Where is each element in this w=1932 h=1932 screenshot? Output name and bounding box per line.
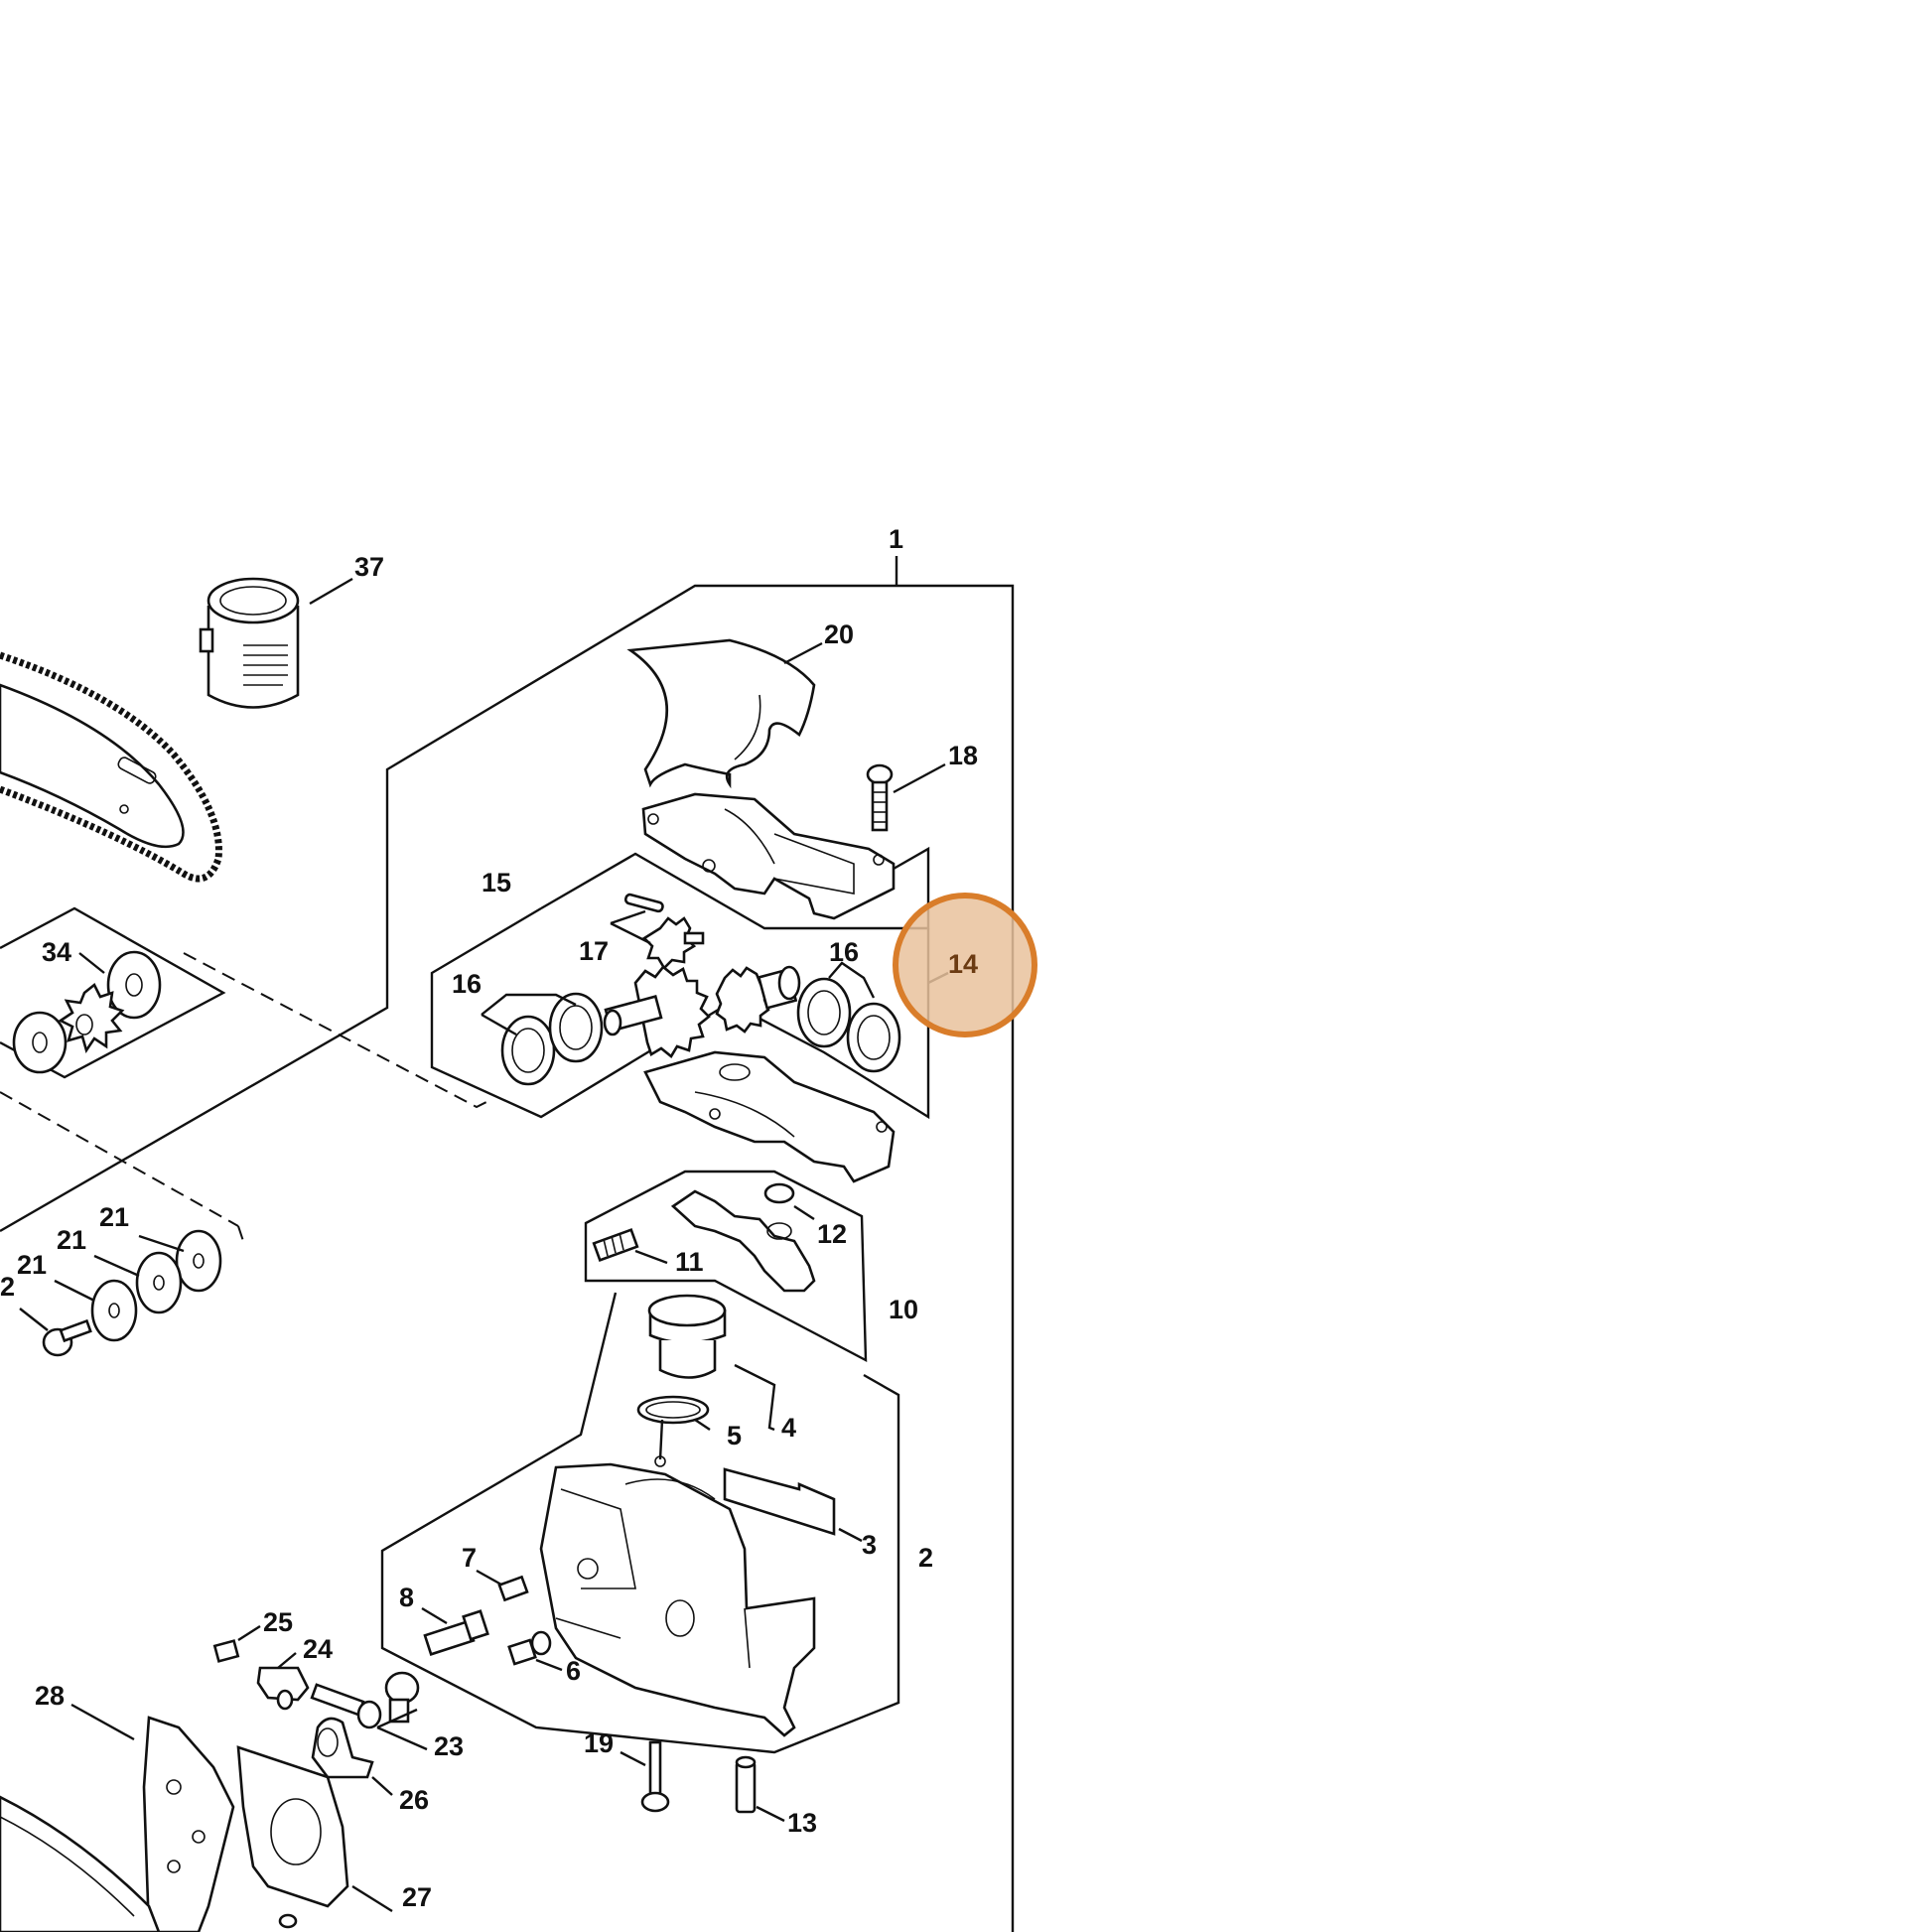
gear-housing-lower <box>643 1050 896 1183</box>
label-12: 12 <box>817 1219 847 1249</box>
gear-shaft-large <box>603 965 711 1058</box>
part-19-screw <box>620 1740 670 1813</box>
assembly-outline-2 <box>380 1292 900 1754</box>
label-18: 18 <box>948 741 978 770</box>
label-22: 2 <box>0 1272 15 1302</box>
part-23-26-tensioner <box>212 1624 428 1796</box>
label-5: 5 <box>727 1421 742 1450</box>
chain-and-bar <box>0 651 222 883</box>
part-4-5-cap <box>636 1294 776 1467</box>
guide-bar-bottom <box>0 1795 298 1932</box>
label-14[interactable]: 14 <box>948 949 978 979</box>
label-3: 3 <box>862 1530 877 1560</box>
label-1: 1 <box>889 524 903 554</box>
part-17-pin-gear <box>610 893 705 971</box>
label-15: 15 <box>482 868 511 897</box>
part-21-washers <box>54 1229 222 1342</box>
assembly-outline-15 <box>430 846 930 1120</box>
label-17: 17 <box>579 936 609 966</box>
label-23: 23 <box>434 1731 464 1761</box>
part-3-label <box>723 1467 863 1543</box>
gear-right <box>715 965 801 1034</box>
part-37-grease-tube <box>199 577 353 709</box>
part-20-cover <box>626 638 823 789</box>
assembly-outline-1 <box>0 556 1015 1932</box>
label-21-top: 21 <box>99 1202 129 1232</box>
part-12-o-ring <box>763 1182 815 1221</box>
label-6: 6 <box>566 1656 581 1686</box>
part-labels: 1 37 20 18 15 17 16 16 34 14 12 11 10 21… <box>0 524 978 1912</box>
label-19: 19 <box>584 1728 614 1758</box>
part-34-sprocket-set <box>0 906 226 1079</box>
label-16-left: 16 <box>452 969 482 999</box>
part-16-bearings-right <box>796 961 901 1073</box>
part-28-cover <box>70 1703 235 1932</box>
part-13-sleeve <box>735 1755 785 1823</box>
label-21-mid: 21 <box>57 1225 86 1255</box>
label-24: 24 <box>303 1634 333 1664</box>
label-21-low: 21 <box>17 1250 47 1280</box>
label-25: 25 <box>263 1607 293 1637</box>
label-13: 13 <box>787 1808 817 1838</box>
label-34: 34 <box>42 937 71 967</box>
gear-housing-upper <box>641 792 896 920</box>
part-6-7-8-fittings <box>421 1569 563 1672</box>
label-37: 37 <box>354 552 384 582</box>
label-11: 11 <box>675 1247 704 1277</box>
part-27-plate <box>236 1745 393 1913</box>
label-26: 26 <box>399 1785 429 1815</box>
label-10: 10 <box>889 1295 918 1324</box>
part-18-screw <box>866 762 946 832</box>
label-8: 8 <box>399 1583 414 1612</box>
part-16-bearings-left <box>481 992 604 1086</box>
label-2: 2 <box>918 1543 933 1573</box>
label-4: 4 <box>781 1413 796 1443</box>
label-27: 27 <box>402 1882 432 1912</box>
assembly-outline-10 <box>584 1170 868 1363</box>
part-22-bolt <box>19 1308 92 1357</box>
highlight-circle-14[interactable] <box>893 893 1037 1037</box>
main-housing <box>539 1462 816 1737</box>
label-20: 20 <box>824 620 854 649</box>
oil-pump <box>592 1189 816 1293</box>
label-28: 28 <box>35 1681 65 1711</box>
label-7: 7 <box>462 1543 477 1573</box>
dashed-guides <box>0 952 487 1242</box>
label-16-right: 16 <box>829 937 859 967</box>
